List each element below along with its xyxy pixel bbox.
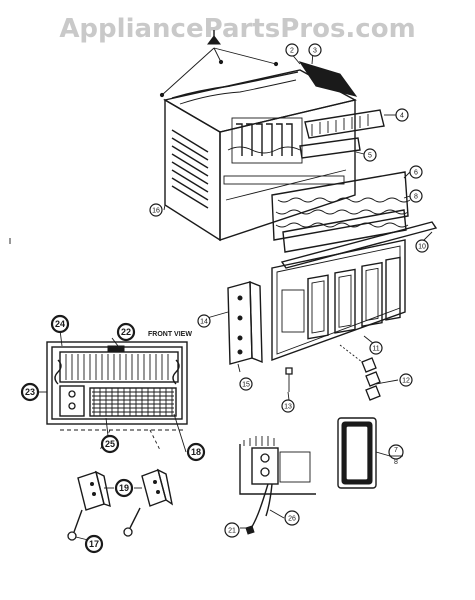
callout-6-label: 6	[414, 170, 418, 177]
callout-25: 25	[100, 434, 120, 454]
callout-18: 18	[186, 442, 206, 462]
callout-16-label: 16	[152, 208, 160, 215]
callout-5: 5	[363, 148, 377, 162]
power-cord-assembly	[239, 436, 316, 535]
callout-24: 24	[50, 314, 70, 334]
callout-4-label: 4	[400, 113, 404, 120]
callout-26: 26	[284, 510, 300, 526]
callout-7-8-door: 7 8	[388, 444, 404, 466]
callout-22: 22	[116, 322, 136, 342]
callout-15-label: 15	[242, 382, 250, 389]
callout-11-label: 11	[372, 346, 379, 353]
part-11-12-knobs	[339, 344, 381, 401]
callout-8: 8	[409, 189, 423, 203]
callout-8b-label: 8	[394, 459, 398, 466]
callout-6: 6	[409, 165, 423, 179]
callout-23: 23	[20, 382, 40, 402]
callout-14: 14	[197, 314, 211, 328]
callout-14-label: 14	[200, 319, 208, 326]
callout-15: 15	[239, 377, 253, 391]
callout-18-label: 18	[191, 447, 201, 457]
part-13-screw	[285, 367, 293, 392]
callout-2-label: 2	[290, 48, 294, 55]
front-view-label: FRONT VIEW	[148, 331, 192, 338]
callout-10: 10	[415, 239, 429, 253]
callout-24-label: 24	[55, 319, 65, 329]
part-7-8-door-handle	[337, 417, 377, 489]
callout-5-label: 5	[368, 153, 372, 160]
part-17-screws	[67, 507, 141, 541]
callout-23-label: 23	[25, 387, 35, 397]
callout-13: 13	[281, 399, 295, 413]
callout-25-label: 25	[105, 439, 115, 449]
callout-19: 19	[114, 478, 134, 498]
callout-2: 2	[285, 43, 299, 57]
part-19-brackets	[77, 468, 174, 511]
callout-7-label: 7	[394, 447, 398, 454]
part-6-filter	[271, 171, 411, 253]
callout-8-label: 8	[414, 194, 418, 201]
part-5-bar	[299, 137, 361, 159]
callout-12-label: 12	[402, 378, 410, 385]
callout-4: 4	[395, 108, 409, 122]
callout-21: 21	[224, 522, 240, 538]
callout-17-label: 17	[89, 539, 99, 549]
callout-13-label: 13	[284, 404, 292, 411]
callout-17: 17	[84, 534, 104, 554]
front-view-unit	[46, 341, 188, 451]
callout-16: 16	[149, 203, 163, 217]
callout-10-label: 10	[418, 244, 426, 251]
callout-3: 3	[308, 43, 322, 57]
callout-21-label: 21	[228, 528, 236, 535]
callout-12: 12	[399, 373, 413, 387]
part-15-control-bracket	[227, 280, 263, 365]
callout-26-label: 26	[288, 516, 296, 523]
callout-3-label: 3	[313, 48, 317, 55]
watermark-text: AppliancePartsPros.com	[59, 14, 416, 44]
callout-22-label: 22	[121, 327, 131, 337]
part-4-grille-bar	[304, 109, 385, 139]
cabinet-housing	[159, 30, 358, 242]
front-grille-panel	[271, 239, 406, 361]
callout-19-label: 19	[119, 483, 129, 493]
callout-11: 11	[369, 341, 383, 355]
